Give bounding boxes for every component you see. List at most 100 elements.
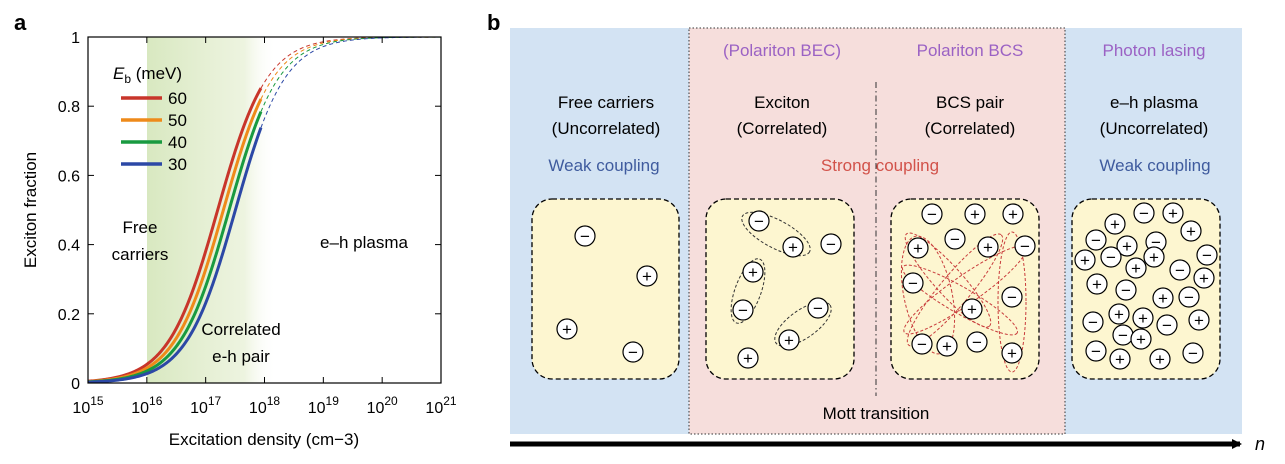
electron-particle: − bbox=[1115, 279, 1137, 301]
hole-particle: + bbox=[1074, 249, 1096, 271]
hole-particle: + bbox=[1193, 267, 1215, 289]
panel-b-label: b bbox=[487, 10, 500, 35]
bcs-pair-4 bbox=[901, 264, 1019, 336]
y-tick-label: 0.4 bbox=[58, 238, 80, 255]
box-bcs-pairs bbox=[890, 198, 1040, 380]
label-exciton-correlated: (Correlated) bbox=[737, 119, 828, 138]
panel-b: b (Polariton BEC) Polariton BCS Photon l… bbox=[487, 10, 1265, 454]
particle-sign: − bbox=[908, 274, 918, 293]
legend-title-sub: b bbox=[124, 72, 131, 86]
electron-particle: − bbox=[807, 297, 829, 319]
particle-circle bbox=[1085, 229, 1107, 251]
hole-particle: + bbox=[1109, 348, 1131, 370]
particle-circle bbox=[1133, 202, 1155, 224]
particle-sign: + bbox=[970, 205, 980, 224]
bcs-pair-5 bbox=[997, 231, 1027, 373]
hole-particle: + bbox=[964, 203, 986, 225]
particle-circle bbox=[1001, 342, 1023, 364]
particle-sign: − bbox=[950, 230, 960, 249]
exciton-pair-3 bbox=[774, 301, 832, 347]
particle-sign: + bbox=[1149, 248, 1159, 267]
x-tick-base: 10 bbox=[249, 400, 267, 417]
electron-particle: − bbox=[622, 341, 644, 363]
label-bcs-correlated: (Correlated) bbox=[925, 119, 1016, 138]
curve-eb-60-dashed bbox=[260, 37, 441, 89]
particle-sign: − bbox=[738, 301, 748, 320]
particle-sign: + bbox=[1168, 204, 1178, 223]
curve-eb-30-dashed bbox=[260, 37, 441, 128]
particle-circle bbox=[742, 261, 764, 283]
particle-circle bbox=[1104, 213, 1126, 235]
hole-particle: + bbox=[742, 261, 764, 283]
particle-sign: + bbox=[642, 267, 652, 286]
electron-particle: − bbox=[911, 333, 933, 355]
hole-particle: + bbox=[737, 347, 759, 369]
x-tick-exponent: 16 bbox=[149, 394, 163, 408]
particle-circle bbox=[1193, 267, 1215, 289]
bcs-pair-3 bbox=[904, 232, 992, 328]
label-strong-coupling: Strong coupling bbox=[821, 156, 939, 175]
hole-particle: + bbox=[1116, 235, 1138, 257]
particle-circle bbox=[636, 265, 658, 287]
particle-sign: + bbox=[1122, 237, 1132, 256]
electron-particle: − bbox=[944, 228, 966, 250]
x-tick-exponent: 20 bbox=[384, 394, 398, 408]
hole-particle: + bbox=[1108, 303, 1130, 325]
particle-circle bbox=[1125, 257, 1147, 279]
label-eh-plasma: e–h plasma bbox=[1110, 93, 1198, 112]
electron-particle: − bbox=[1169, 259, 1191, 281]
y-axis-ticks: 00.20.40.60.81 bbox=[58, 30, 441, 393]
particle-circle bbox=[1143, 246, 1165, 268]
particle-sign: + bbox=[1115, 350, 1125, 369]
particle-sign: + bbox=[1131, 259, 1141, 278]
particle-circle bbox=[1100, 246, 1122, 268]
y-axis-label: Exciton fraction bbox=[21, 152, 40, 268]
hole-particle: + bbox=[936, 335, 958, 357]
x-tick-label: 1015 bbox=[72, 394, 103, 417]
electron-particle: − bbox=[1182, 342, 1204, 364]
particle-circle bbox=[1130, 328, 1152, 350]
x-tick-exponent: 21 bbox=[443, 394, 457, 408]
legend-title-unit: (meV) bbox=[131, 64, 182, 83]
label-polariton-bec: (Polariton BEC) bbox=[723, 41, 841, 60]
electron-particle: − bbox=[748, 210, 770, 232]
particle-circle bbox=[944, 228, 966, 250]
electron-particle: − bbox=[1196, 244, 1218, 266]
particle-sign: + bbox=[748, 263, 758, 282]
particle-sign: + bbox=[1199, 269, 1209, 288]
region-correlated-label-2: e-h pair bbox=[212, 347, 270, 366]
particle-circle bbox=[622, 341, 644, 363]
particle-sign: − bbox=[1118, 326, 1128, 345]
electron-particle: − bbox=[1001, 286, 1023, 308]
curves bbox=[88, 37, 441, 383]
particle-circle bbox=[961, 298, 983, 320]
electron-particle: − bbox=[1100, 246, 1122, 268]
x-tick-label: 1017 bbox=[190, 394, 221, 417]
particle-sign: − bbox=[1088, 313, 1098, 332]
region-free-label-1: Free bbox=[123, 218, 158, 237]
label-exciton: Exciton bbox=[754, 93, 810, 112]
electron-particle: − bbox=[902, 272, 924, 294]
legend-label-50: 50 bbox=[168, 111, 187, 130]
x-tick-base: 10 bbox=[190, 400, 208, 417]
particle-sign: − bbox=[1151, 233, 1161, 252]
particle-circle bbox=[911, 333, 933, 355]
hole-particle: + bbox=[1152, 287, 1174, 309]
hole-particle: + bbox=[1130, 328, 1152, 350]
particle-circle bbox=[1002, 203, 1024, 225]
hole-particle: + bbox=[782, 236, 804, 258]
particle-circle bbox=[1109, 348, 1131, 370]
particle-sign: − bbox=[1162, 316, 1172, 335]
x-tick-exponent: 19 bbox=[326, 394, 340, 408]
particle-sign: + bbox=[1007, 344, 1017, 363]
hole-particle: + bbox=[1188, 309, 1210, 331]
particle-sign: + bbox=[743, 349, 753, 368]
hole-particle: + bbox=[1162, 202, 1184, 224]
particle-sign: − bbox=[1091, 231, 1101, 250]
hole-particle: + bbox=[1132, 307, 1154, 329]
particle-circle bbox=[1085, 340, 1107, 362]
particle-sign: − bbox=[1007, 288, 1017, 307]
